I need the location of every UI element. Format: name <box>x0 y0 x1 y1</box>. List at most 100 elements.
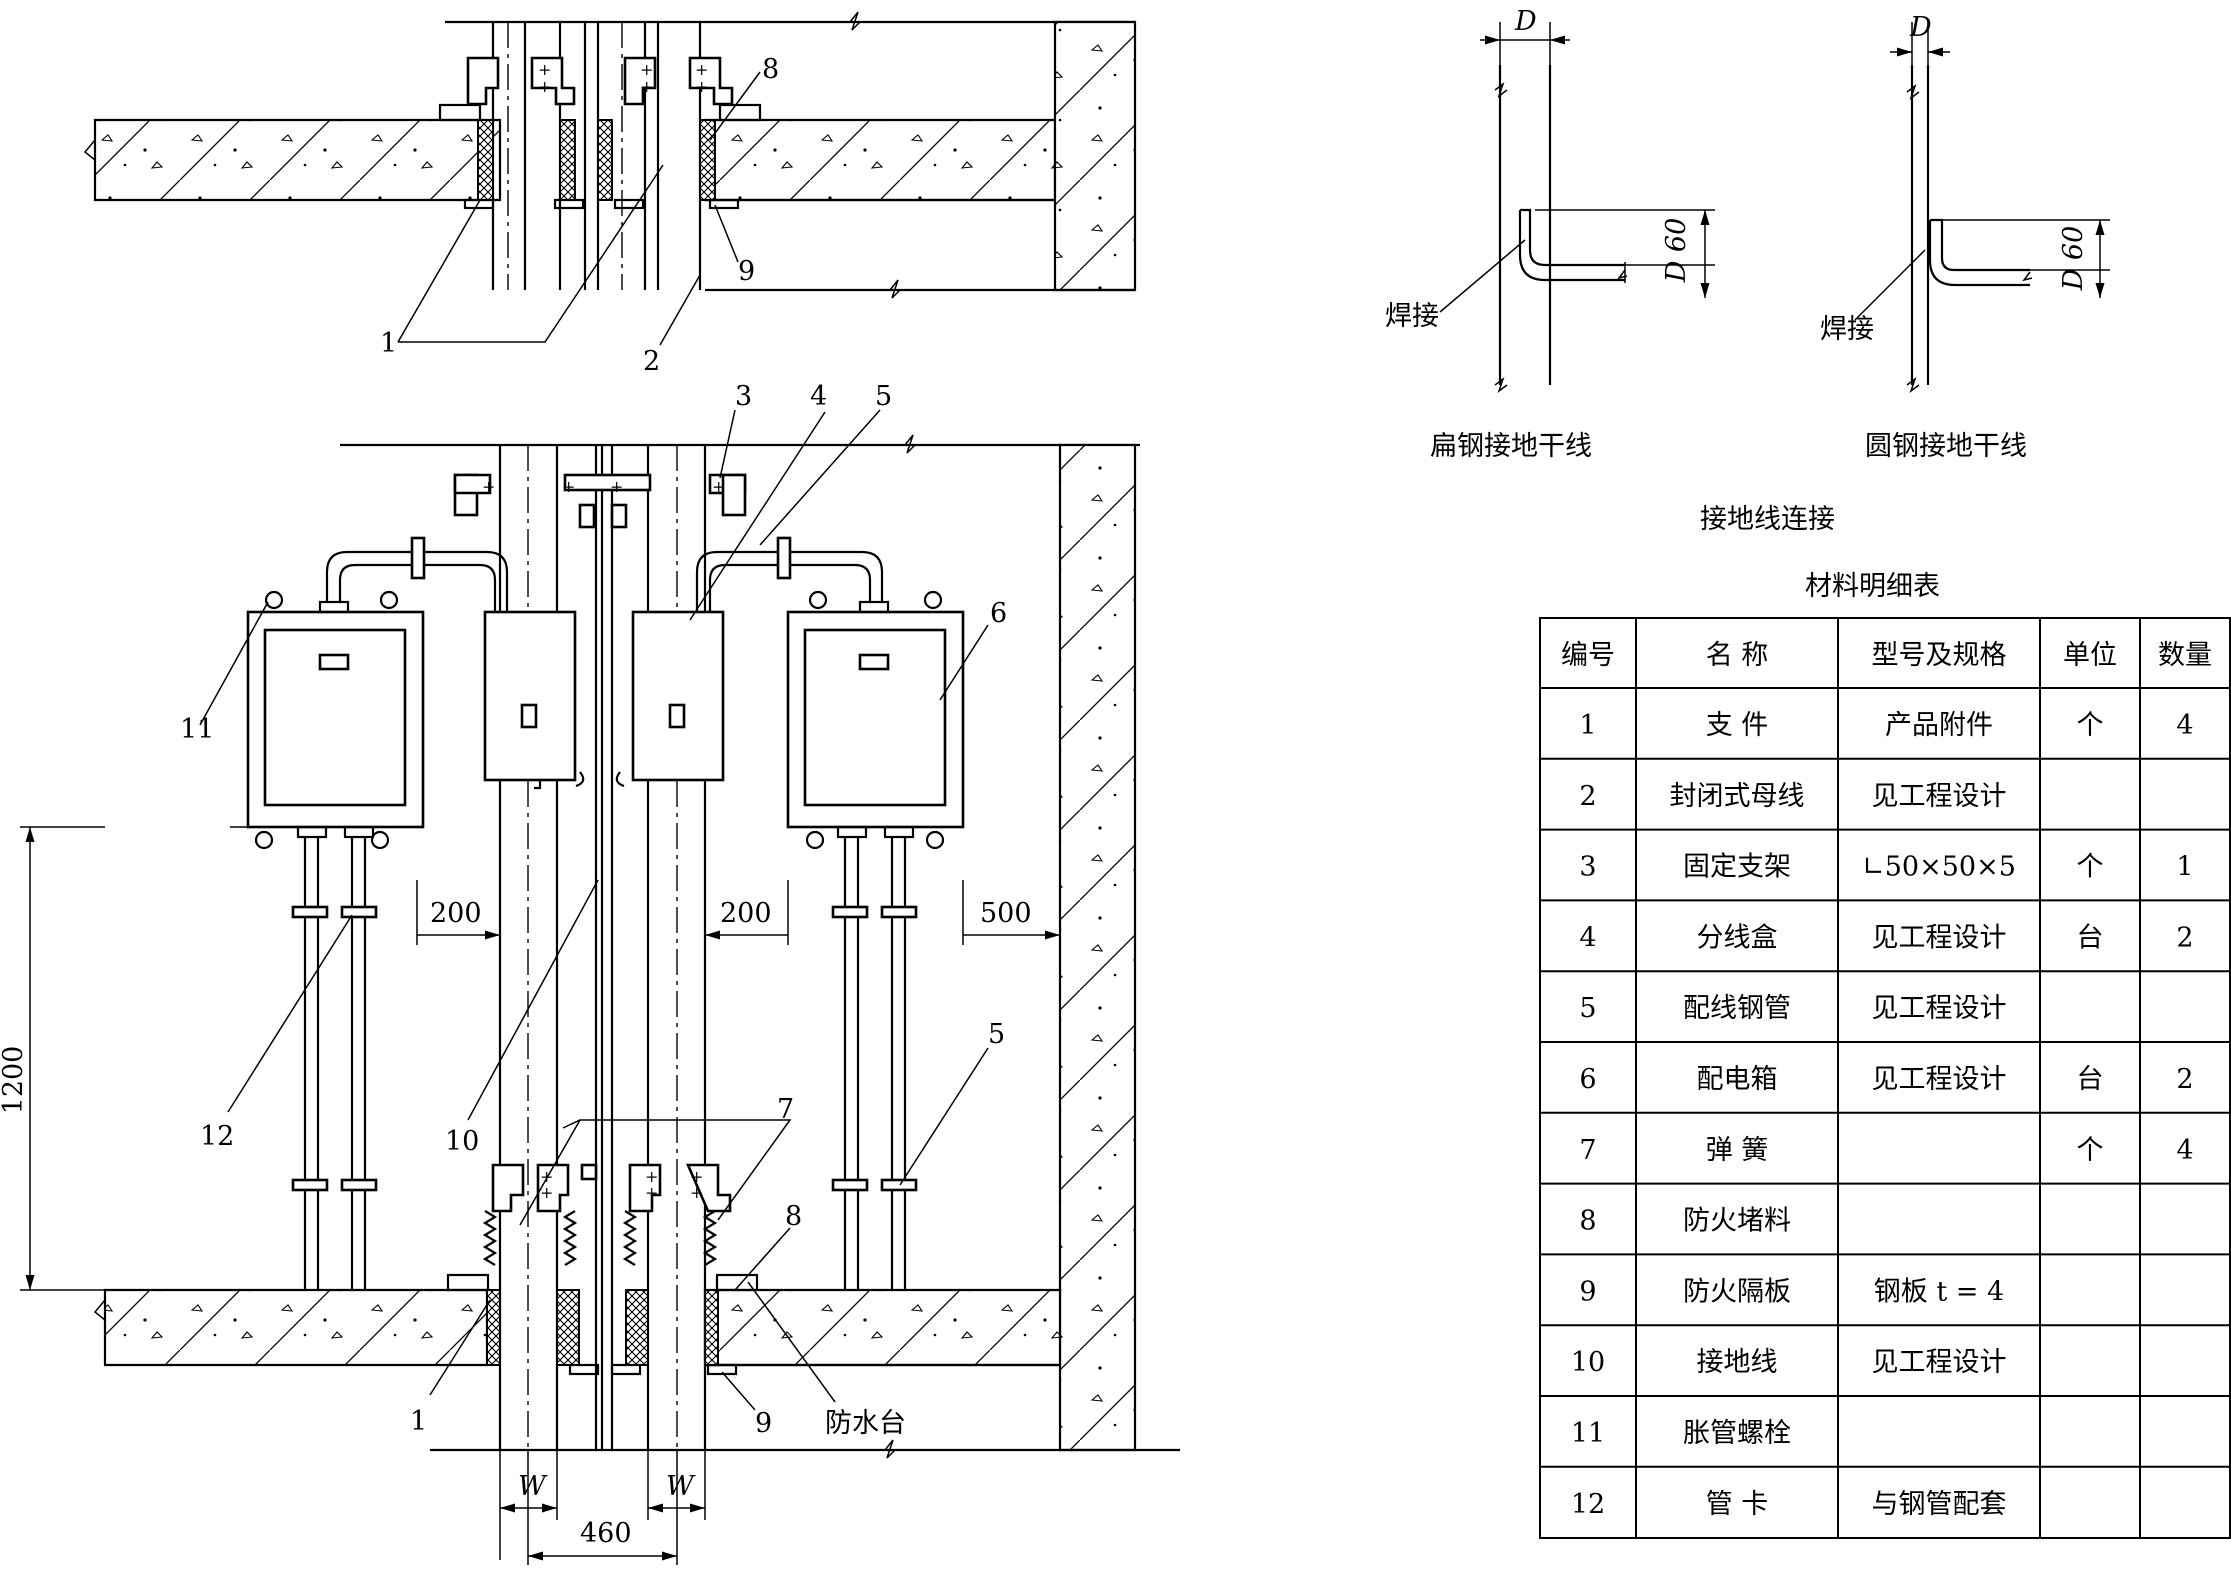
elev-label-12: 12 <box>200 1121 234 1152</box>
water-platform-label: 防水台 <box>825 1408 906 1439</box>
table-cell-r10-c1: 胀管螺栓 <box>1683 1418 1791 1449</box>
table-cell-r8-c0: 9 <box>1579 1276 1596 1307</box>
plan-label-2: 2 <box>643 346 660 377</box>
elev-label-6: 6 <box>990 598 1007 629</box>
svg-text:+: + <box>645 1183 658 1202</box>
table-header-3: 单位 <box>2063 640 2117 671</box>
elev-label-1: 1 <box>410 1406 427 1437</box>
dim-200-right: 200 <box>720 898 772 929</box>
svg-text:+: + <box>690 1183 703 1202</box>
elev-label-8: 8 <box>785 1201 802 1232</box>
table-cell-r8-c1: 防火隔板 <box>1683 1276 1791 1307</box>
table-title: 材料明细表 <box>1805 571 1940 602</box>
elev-label-7: 7 <box>777 1094 794 1125</box>
dim-200-left: 200 <box>430 898 482 929</box>
table-cell-r3-c4: 2 <box>2176 922 2193 953</box>
table-cell-r6-c4: 4 <box>2176 1135 2193 1166</box>
table-cell-r10-c0: 11 <box>1571 1418 1605 1449</box>
flat-title: 扁钢接地干线 <box>1430 431 1592 462</box>
table-cell-r4-c2: 见工程设计 <box>1872 993 2007 1024</box>
svg-text:+: + <box>562 477 575 496</box>
elev-label-11: 11 <box>180 714 214 745</box>
table-cell-r3-c1: 分线盒 <box>1697 922 1778 953</box>
grounding-detail-round: D 焊接 D 60 圆钢接地干线 <box>1820 12 2110 462</box>
table-cell-r11-c1: 管 卡 <box>1706 1489 1769 1520</box>
round-dim-text: D 60 <box>2058 226 2089 292</box>
table-cell-r6-c1: 弹 簧 <box>1706 1135 1769 1166</box>
top-section-view: ++ ++ ++ 1 2 8 9 <box>83 11 1137 377</box>
svg-text:+: + <box>690 1167 703 1186</box>
table-cell-r0-c3: 个 <box>2077 710 2104 741</box>
flat-dim-text: D 60 <box>1661 218 1692 284</box>
table-cell-r0-c4: 4 <box>2176 710 2193 741</box>
table-cell-r7-c1: 防火堵料 <box>1683 1206 1791 1237</box>
elev-label-3: 3 <box>735 381 752 412</box>
table-cell-r1-c0: 2 <box>1579 781 1596 812</box>
table-cell-r2-c2: ∟50×50×5 <box>1862 852 2016 883</box>
table-cell-r0-c1: 支 件 <box>1706 710 1769 741</box>
table-cell-r5-c0: 6 <box>1579 1064 1596 1095</box>
dim-w-left: W <box>518 1471 548 1502</box>
elev-label-4: 4 <box>810 381 827 412</box>
svg-text:+: + <box>610 477 623 496</box>
table-header-4: 数量 <box>2158 640 2212 671</box>
table-header-2: 型号及规格 <box>1872 640 2007 671</box>
round-title: 圆钢接地干线 <box>1865 431 2027 462</box>
elev-label-9: 9 <box>755 1408 772 1439</box>
table-cell-r11-c0: 12 <box>1571 1489 1605 1520</box>
grounding-detail-flat: D 焊接 D 60 扁钢接地干线 <box>1385 6 1715 462</box>
table-cell-r4-c0: 5 <box>1579 993 1596 1024</box>
table-cell-r5-c2: 见工程设计 <box>1872 1064 2007 1095</box>
table-cell-r1-c1: 封闭式母线 <box>1670 781 1805 812</box>
plan-label-1: 1 <box>380 328 397 359</box>
table-cell-r8-c2: 钢板 t = 4 <box>1874 1276 2004 1307</box>
round-d-label: D <box>1909 12 1932 43</box>
round-weld-label: 焊接 <box>1820 314 1874 345</box>
dim-460: 460 <box>580 1518 632 1549</box>
plan-label-8: 8 <box>762 54 779 85</box>
table-cell-r3-c2: 见工程设计 <box>1872 922 2007 953</box>
table-cell-r2-c4: 1 <box>2176 852 2193 883</box>
elevation-view: + + + + <box>0 381 1180 1565</box>
table-cell-r1-c2: 见工程设计 <box>1872 781 2007 812</box>
table-cell-r9-c2: 见工程设计 <box>1872 1347 2007 1378</box>
flat-d-label: D <box>1514 6 1537 37</box>
svg-text:+: + <box>640 60 653 79</box>
plan-label-9: 9 <box>738 256 755 287</box>
svg-text:+: + <box>640 77 653 96</box>
table-header-1: 名 称 <box>1706 640 1769 671</box>
table-cell-r6-c3: 个 <box>2077 1135 2104 1166</box>
table-header-0: 编号 <box>1561 640 1615 671</box>
svg-text:+: + <box>712 477 725 496</box>
dim-1200: 1200 <box>0 1046 29 1115</box>
spring-supports: ++ ++ ++ <box>482 1163 732 1266</box>
flat-weld-label: 焊接 <box>1385 301 1439 332</box>
table-cell-r4-c1: 配线钢管 <box>1683 993 1791 1024</box>
svg-text:+: + <box>538 77 551 96</box>
table-cell-r2-c3: 个 <box>2077 852 2104 883</box>
table-cell-r5-c4: 2 <box>2176 1064 2193 1095</box>
table-cell-r3-c3: 台 <box>2077 922 2104 953</box>
table-cell-r7-c0: 8 <box>1579 1206 1596 1237</box>
elev-label-10: 10 <box>445 1126 479 1157</box>
svg-text:+: + <box>695 77 708 96</box>
svg-text:+: + <box>482 477 495 496</box>
svg-text:+: + <box>645 1167 658 1186</box>
table-cell-r3-c0: 4 <box>1579 922 1596 953</box>
table-cell-r11-c2: 与钢管配套 <box>1872 1489 2007 1520</box>
dim-500: 500 <box>980 898 1032 929</box>
table-cell-r5-c3: 台 <box>2077 1064 2104 1095</box>
table-cell-r9-c1: 接地线 <box>1697 1347 1778 1378</box>
svg-text:+: + <box>538 60 551 79</box>
grounding-section-title: 接地线连接 <box>1700 504 1835 535</box>
table-cell-r0-c2: 产品附件 <box>1885 710 1993 741</box>
table-cell-r9-c0: 10 <box>1571 1347 1605 1378</box>
svg-text:+: + <box>540 1183 553 1202</box>
table-cell-r5-c1: 配电箱 <box>1697 1064 1778 1095</box>
svg-text:+: + <box>695 60 708 79</box>
table-cell-r0-c0: 1 <box>1579 710 1596 741</box>
dim-w-right: W <box>666 1471 696 1502</box>
table-cell-r2-c1: 固定支架 <box>1683 852 1791 883</box>
